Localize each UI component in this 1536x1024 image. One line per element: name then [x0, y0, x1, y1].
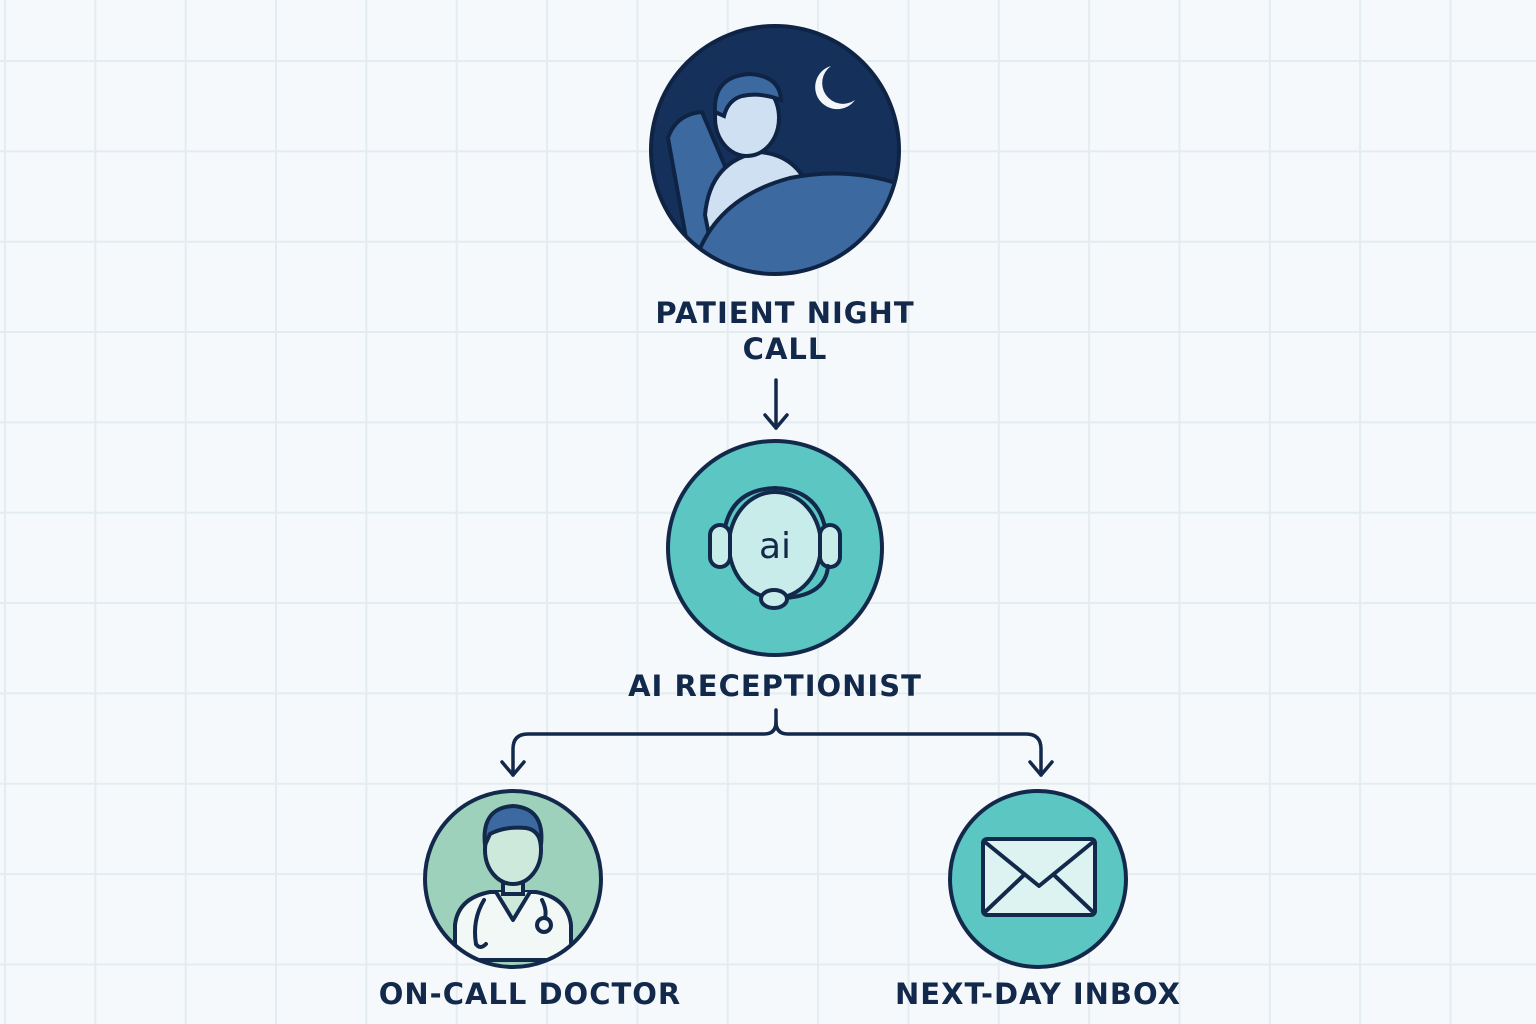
split-connector — [500, 708, 1054, 777]
arrow-call-to-ai — [763, 378, 789, 430]
sleeping-person-moon-icon — [649, 24, 901, 276]
doctor-stethoscope-icon — [423, 789, 603, 969]
on-call-doctor-label: ON-CALL DOCTOR — [378, 977, 682, 1011]
patient-label-line2: CALL — [742, 332, 828, 366]
ai-receptionist-node: ai — [666, 439, 884, 657]
patient-night-call-node — [649, 24, 901, 276]
envelope-icon — [948, 789, 1128, 969]
ai-icon-text: ai — [759, 526, 791, 567]
patient-night-call-label: PATIENT NIGHT CALL — [585, 295, 985, 367]
next-day-inbox-node — [948, 789, 1128, 969]
ai-headset-icon: ai — [666, 439, 884, 657]
on-call-doctor-node — [423, 789, 603, 969]
ai-receptionist-label: AI RECEPTIONIST — [628, 669, 922, 703]
next-day-inbox-label: NEXT-DAY INBOX — [895, 977, 1181, 1011]
patient-label-line1: PATIENT NIGHT — [655, 296, 915, 330]
